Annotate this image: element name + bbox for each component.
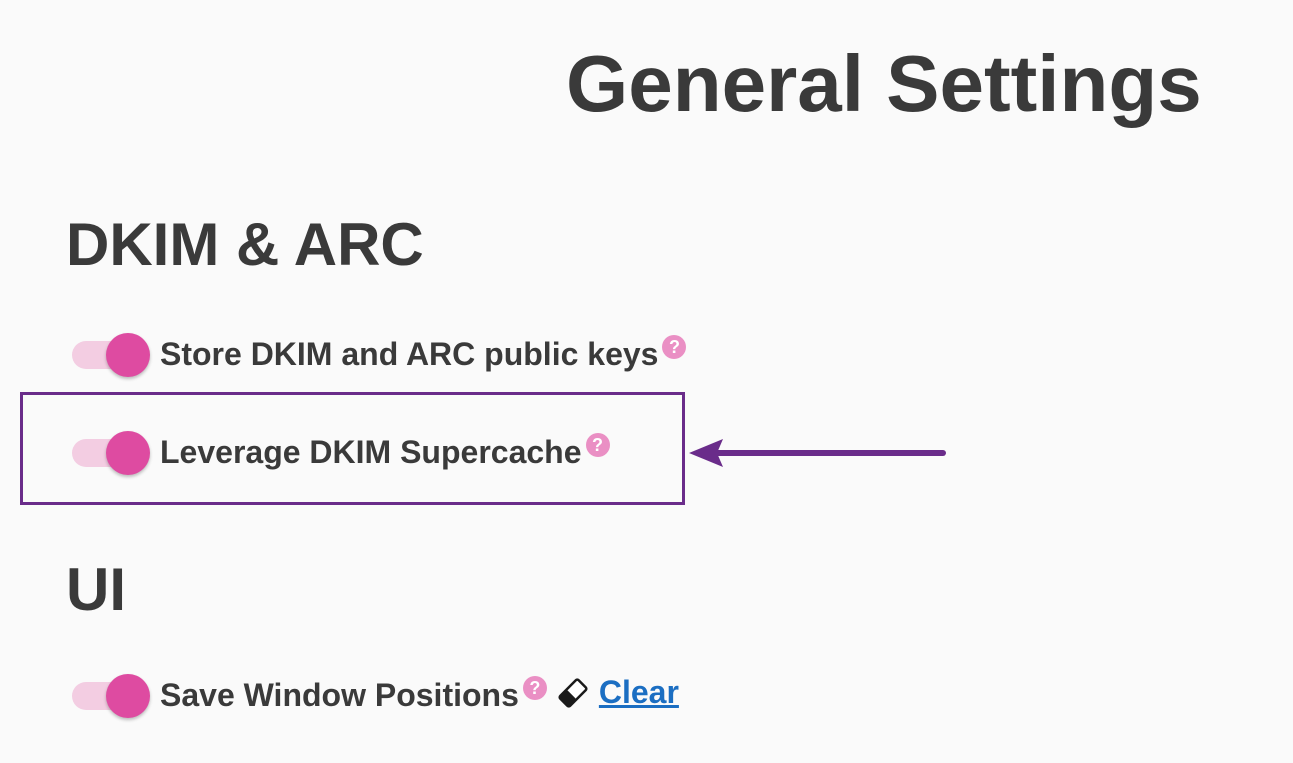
store-dkim-keys-label: Store DKIM and ARC public keys [160,336,659,372]
setting-row-store-dkim-keys: Store DKIM and ARC public keys ? [72,331,687,377]
store-dkim-keys-toggle[interactable] [72,331,152,377]
help-icon[interactable]: ? [662,335,687,359]
dkim-supercache-toggle[interactable] [72,429,152,475]
toggle-knob [106,431,150,475]
page-title: General Settings [566,39,1202,128]
save-window-positions-toggle[interactable] [72,672,152,718]
eraser-icon [558,678,588,708]
annotation-arrow-icon [689,439,946,467]
toggle-knob [106,333,150,377]
clear-window-positions-link[interactable]: Clear [598,674,679,710]
save-window-positions-label: Save Window Positions [160,677,519,713]
help-icon[interactable]: ? [585,433,610,457]
help-icon[interactable]: ? [522,676,547,700]
setting-row-dkim-supercache: Leverage DKIM Supercache ? [72,429,610,475]
section-title-dkim-arc: DKIM & ARC [66,211,424,278]
dkim-supercache-label: Leverage DKIM Supercache [160,434,582,470]
setting-row-save-window-positions: Save Window Positions ? Clear [72,672,679,718]
section-title-ui: UI [66,556,126,623]
toggle-knob [106,674,150,718]
